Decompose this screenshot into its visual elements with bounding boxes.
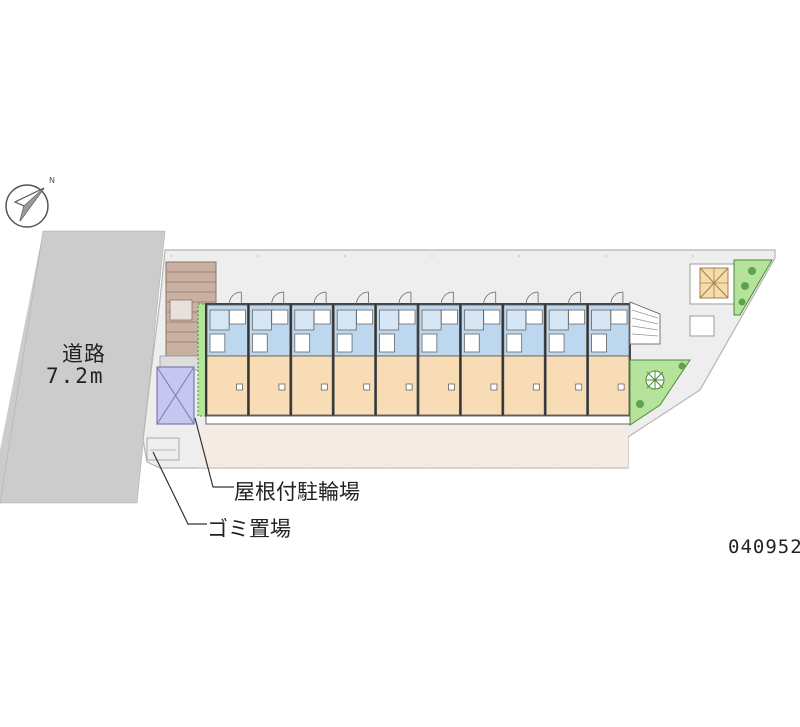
apartment-unit xyxy=(247,291,291,416)
apartment-building xyxy=(205,291,631,425)
greenery xyxy=(733,259,773,316)
hedge xyxy=(197,303,207,417)
apartment-unit xyxy=(544,291,588,416)
garbage-area xyxy=(156,366,195,425)
apartment-unit xyxy=(501,291,545,416)
apartment-unit xyxy=(459,291,503,416)
driveway xyxy=(198,425,628,468)
apartment-unit xyxy=(289,291,333,416)
apartment-unit xyxy=(205,291,248,416)
stairs xyxy=(629,301,661,345)
greenery xyxy=(629,359,691,426)
bicycle-parking-label: 屋根付駐輪場 xyxy=(234,480,360,504)
apartment-unit xyxy=(332,291,376,416)
storage-unit xyxy=(689,263,737,337)
road-name-label: 道路 xyxy=(62,342,106,366)
map-id-label: 040952 xyxy=(728,536,800,558)
garbage-leader-line xyxy=(152,451,207,525)
compass-icon: N xyxy=(5,176,55,228)
north-marker: N xyxy=(49,176,55,185)
apartment-unit xyxy=(417,291,460,416)
bike-parking-leader-line xyxy=(194,417,234,488)
road-width-label: 7.2m xyxy=(46,364,105,388)
apartment-unit xyxy=(374,291,418,416)
garbage-area-label: ゴミ置場 xyxy=(207,517,291,541)
apartment-unit xyxy=(586,291,630,416)
